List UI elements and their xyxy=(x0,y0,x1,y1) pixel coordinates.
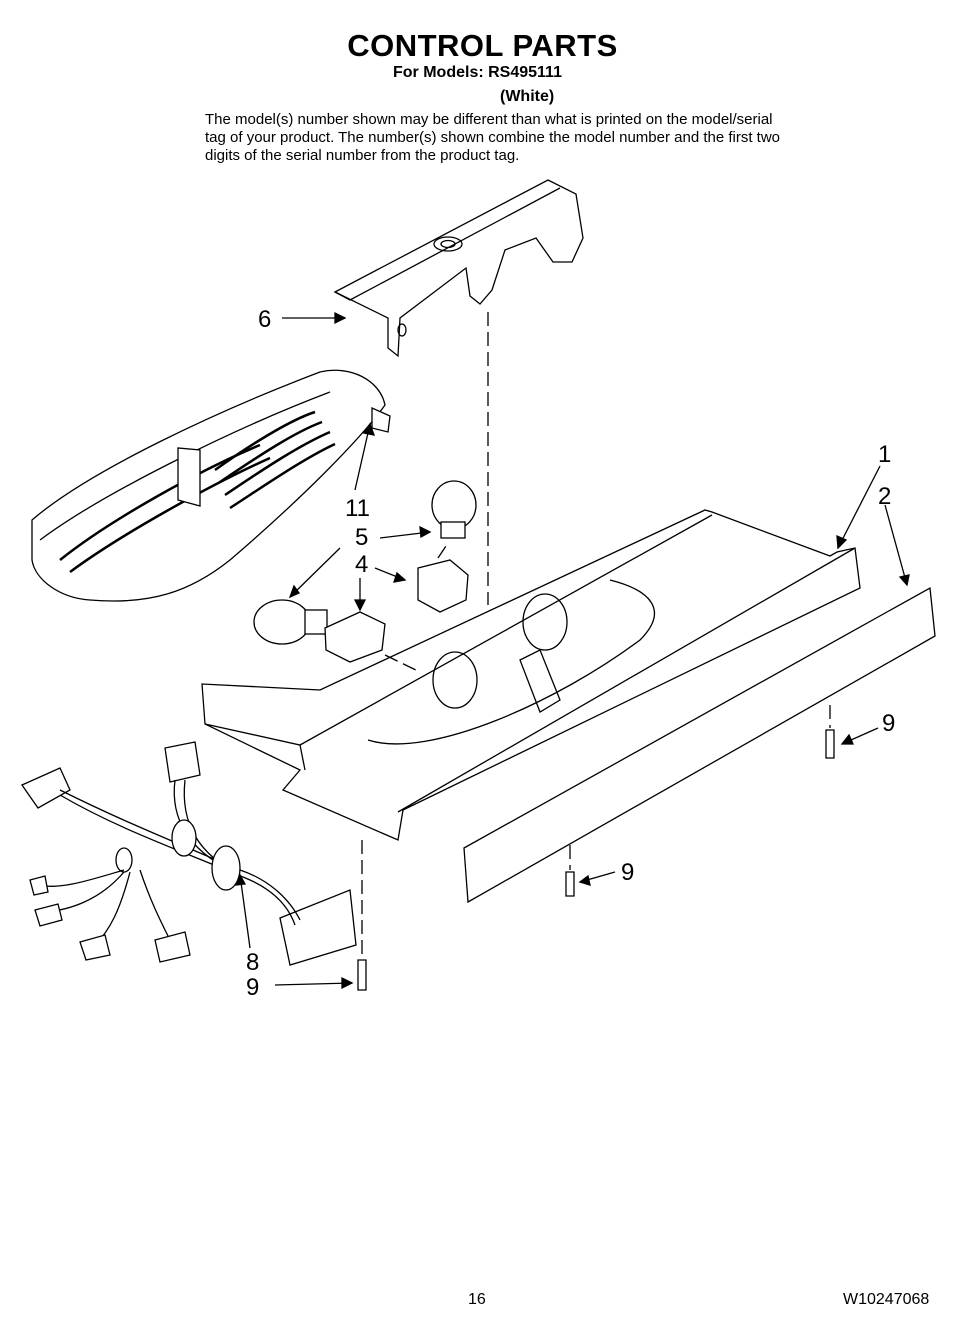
front-panel-part xyxy=(463,586,936,904)
callout-11: 11 xyxy=(345,495,370,522)
screw-part xyxy=(357,729,835,991)
callout-9-left: 9 xyxy=(246,974,259,1001)
page-title: CONTROL PARTS xyxy=(347,28,618,63)
document-id: W10247068 xyxy=(843,1291,930,1308)
light-bulb-part xyxy=(253,480,477,645)
control-cover-part xyxy=(333,179,584,358)
callout-9-middle: 9 xyxy=(621,859,634,886)
page-number: 16 xyxy=(468,1291,486,1308)
wire-harness-part xyxy=(21,741,357,966)
callout-4: 4 xyxy=(355,551,368,578)
control-housing-part xyxy=(201,509,861,841)
callout-8: 8 xyxy=(246,949,259,976)
leader-arrows xyxy=(234,311,910,990)
callout-5: 5 xyxy=(355,524,368,551)
callout-2: 2 xyxy=(878,483,891,510)
light-socket-part xyxy=(324,559,469,663)
callout-1: 1 xyxy=(878,441,891,468)
callout-6: 6 xyxy=(258,306,271,333)
callout-9-right: 9 xyxy=(882,710,895,737)
model-note: The model(s) number shown may be differe… xyxy=(205,111,781,164)
color-line: (White) xyxy=(500,88,555,105)
light-shield-part xyxy=(31,369,391,602)
assembly-lines xyxy=(361,312,831,955)
models-line: For Models: RS495111 xyxy=(393,64,562,81)
callout-labels: 6 11 5 4 1 2 9 9 8 9 xyxy=(246,306,895,1001)
